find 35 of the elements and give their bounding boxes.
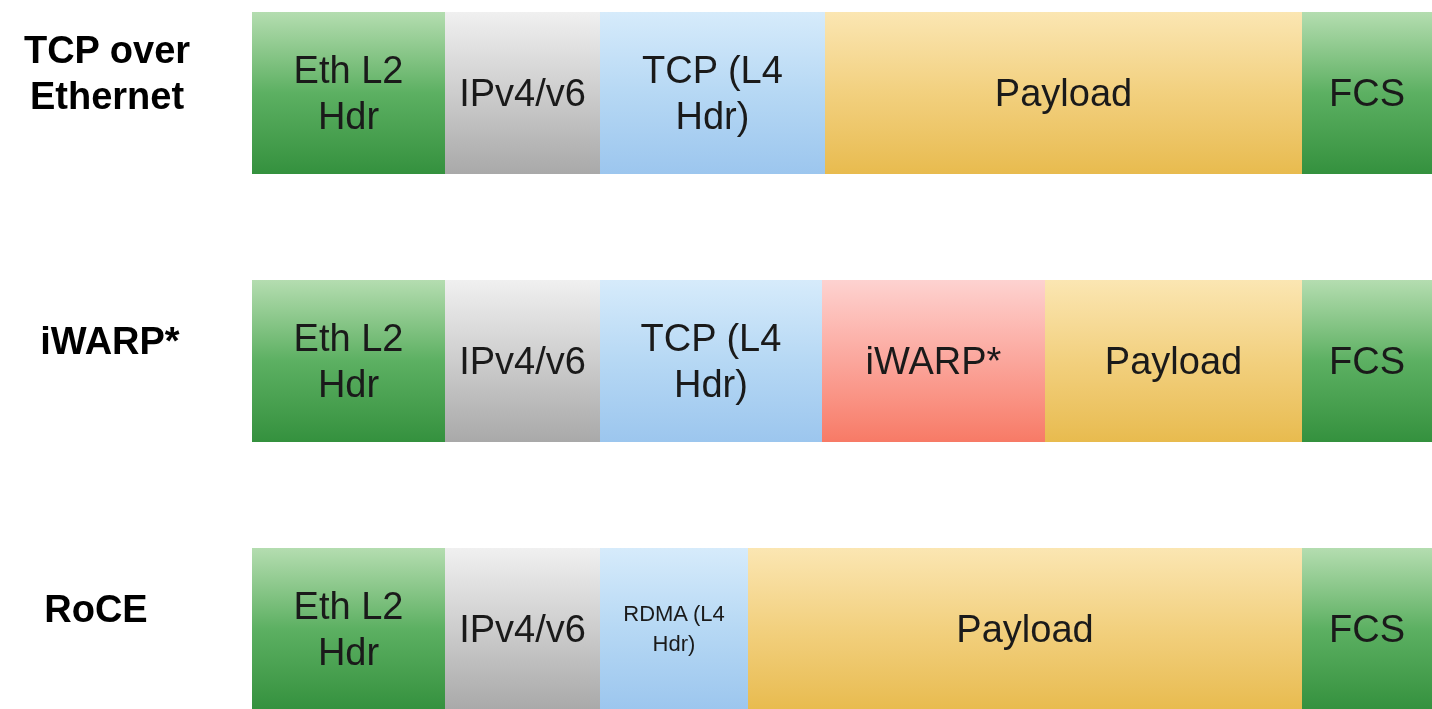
header-field-box bbox=[1302, 280, 1432, 442]
field-label: IPv4/v6 bbox=[458, 339, 587, 384]
header-field-box bbox=[600, 280, 822, 442]
field-label: Payload bbox=[993, 71, 1134, 116]
header-field-box bbox=[1045, 280, 1302, 442]
header-field-box bbox=[445, 548, 600, 709]
row-label: RoCE bbox=[44, 587, 148, 632]
header-field-box bbox=[600, 12, 825, 174]
header-field-box bbox=[252, 12, 445, 174]
field-label: TCP (L4 Hdr) bbox=[641, 48, 784, 139]
header-field-box bbox=[445, 280, 600, 442]
field-label: IPv4/v6 bbox=[458, 71, 587, 116]
header-field-box bbox=[825, 12, 1302, 174]
field-label: iWARP* bbox=[864, 339, 1003, 384]
field-label: FCS bbox=[1328, 71, 1406, 116]
header-field-box bbox=[748, 548, 1302, 709]
field-label: TCP (L4 Hdr) bbox=[639, 316, 783, 407]
header-field-box bbox=[1302, 548, 1432, 709]
row-label: TCP over Ethernet bbox=[22, 28, 192, 119]
header-field-box bbox=[600, 548, 748, 709]
field-label: Payload bbox=[955, 607, 1095, 652]
header-field-box bbox=[822, 280, 1045, 442]
header-field-box bbox=[445, 12, 600, 174]
header-field-box bbox=[1302, 12, 1432, 174]
field-label: Eth L2 Hdr bbox=[292, 316, 405, 407]
field-label: Eth L2 Hdr bbox=[292, 584, 405, 675]
field-label: Eth L2 Hdr bbox=[292, 48, 405, 139]
header-field-box bbox=[252, 548, 445, 709]
row-label: iWARP* bbox=[40, 319, 180, 364]
field-label: Payload bbox=[1103, 339, 1244, 384]
field-label: FCS bbox=[1328, 339, 1406, 384]
field-label: FCS bbox=[1328, 607, 1406, 652]
header-field-box bbox=[252, 280, 445, 442]
field-label: RDMA (L4 Hdr) bbox=[622, 600, 726, 658]
field-label: IPv4/v6 bbox=[458, 607, 587, 652]
